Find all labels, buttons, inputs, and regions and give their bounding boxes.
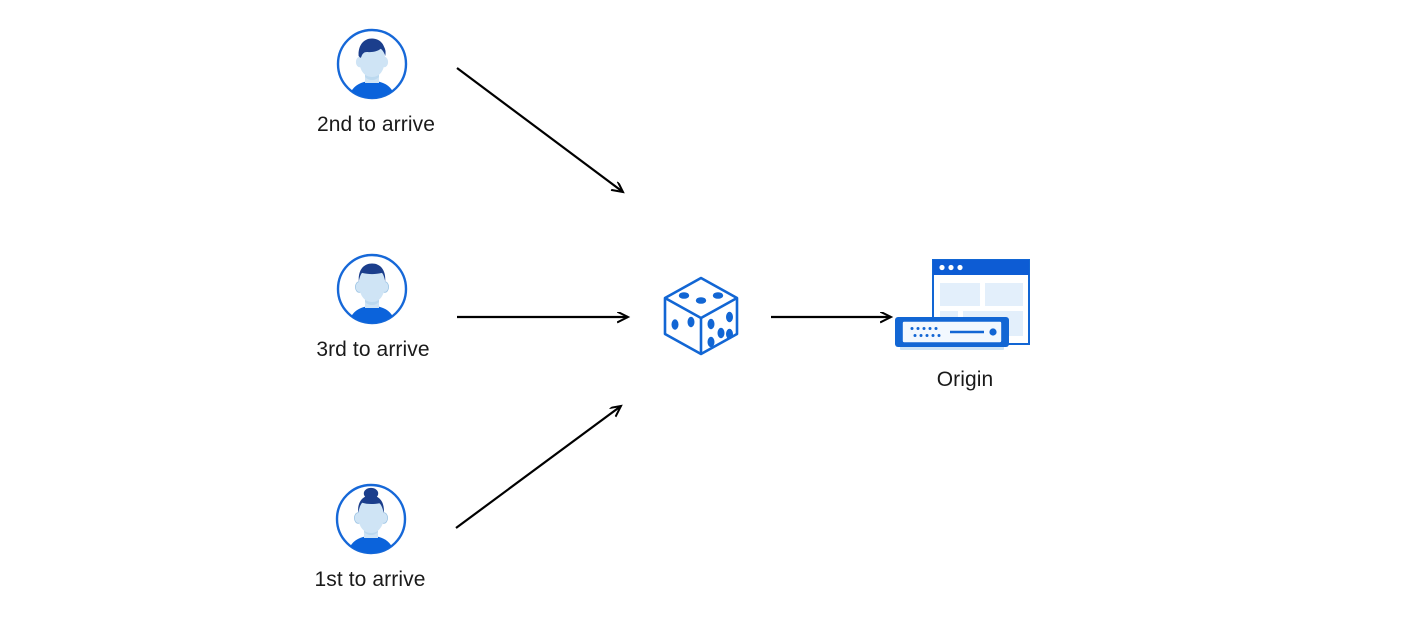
user-avatar-male-wavy-icon [336, 28, 408, 100]
node-label-origin: Origin [936, 368, 994, 391]
node-client-3rd[interactable]: 3rd to arrive [316, 252, 430, 361]
dice-icon [663, 276, 739, 356]
node-label-client-2nd: 2nd to arrive [316, 113, 436, 136]
router-device-icon [895, 317, 1009, 350]
user-avatar-female-icon [335, 483, 407, 555]
node-client-1st[interactable]: 1st to arrive [314, 482, 425, 591]
node-client-2nd[interactable]: 2nd to arrive [317, 27, 435, 136]
node-label-client-3rd: 3rd to arrive [316, 338, 430, 361]
node-origin[interactable]: Origin [892, 256, 1032, 391]
arrow-1st-to-dice [455, 406, 621, 529]
user-avatar-male-icon [336, 253, 408, 325]
node-label-client-1st: 1st to arrive [314, 568, 426, 591]
origin-server-icon [895, 259, 1030, 350]
node-randomizer[interactable] [658, 272, 744, 358]
